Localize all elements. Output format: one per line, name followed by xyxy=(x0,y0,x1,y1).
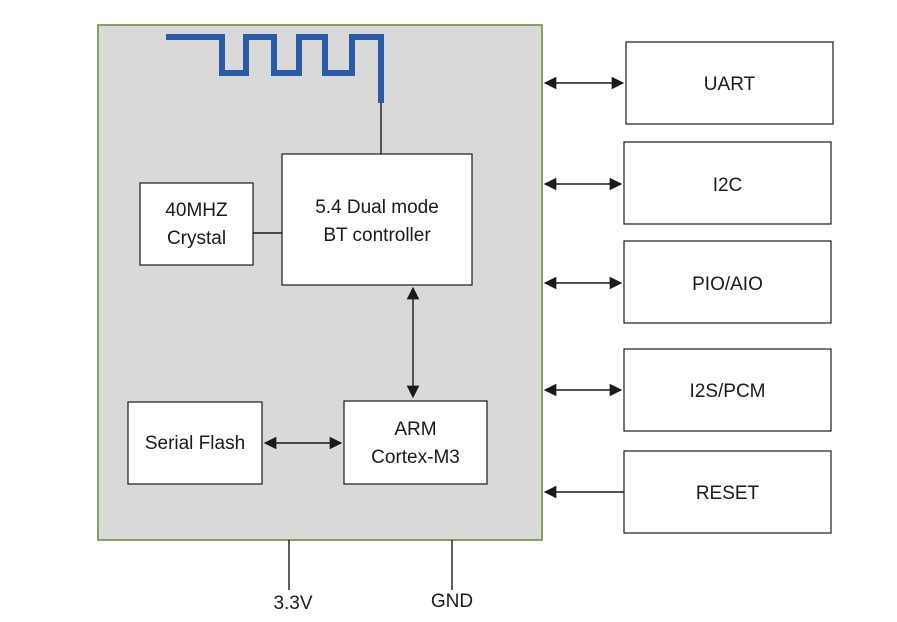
interface-pio-aio: PIO/AIO xyxy=(543,240,832,324)
uart-label: UART xyxy=(704,74,756,95)
arm-label-line2: Cortex-M3 xyxy=(371,447,460,468)
i2c-label: I2C xyxy=(713,175,743,196)
reset-label: RESET xyxy=(696,483,760,504)
interface-uart: UART xyxy=(543,41,834,125)
arm-block: ARM Cortex-M3 xyxy=(343,400,488,485)
crystal-block: 40MHZ Crystal xyxy=(139,182,254,266)
interface-i2c: I2C xyxy=(543,141,832,225)
i2s-pcm-label: I2S/PCM xyxy=(689,381,765,402)
gnd-label: GND xyxy=(431,591,473,612)
interface-i2s-pcm: I2S/PCM xyxy=(543,348,832,432)
serial-flash-block: Serial Flash xyxy=(127,401,263,485)
interface-reset: RESET xyxy=(543,450,832,534)
pio-aio-label: PIO/AIO xyxy=(692,274,763,295)
bt-controller-block: 5.4 Dual mode BT controller xyxy=(281,153,473,286)
bt-controller-label-line1: 5.4 Dual mode xyxy=(315,197,439,218)
crystal-label-line2: Crystal xyxy=(167,228,226,249)
antenna-icon xyxy=(166,34,384,103)
crystal-label-line1: 40MHZ xyxy=(165,200,228,221)
vcc-label: 3.3V xyxy=(273,593,312,614)
bt-controller-label-line2: BT controller xyxy=(323,225,431,246)
serial-flash-label: Serial Flash xyxy=(145,433,245,454)
arm-label-line1: ARM xyxy=(394,419,436,440)
